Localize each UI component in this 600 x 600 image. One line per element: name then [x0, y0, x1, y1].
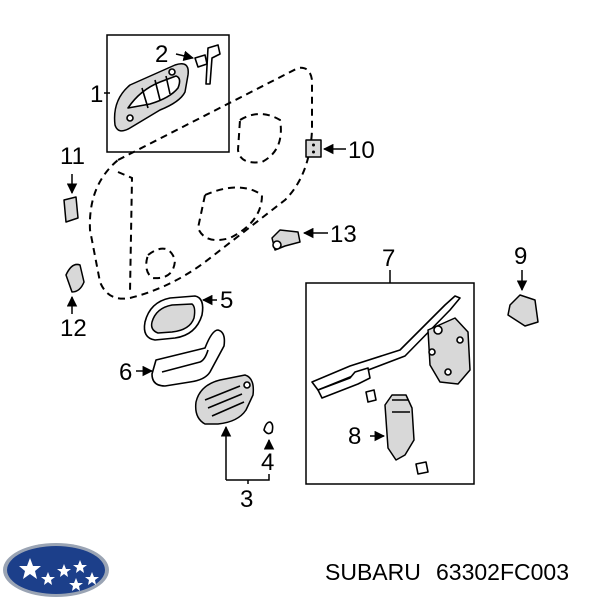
lock-actuator-part	[384, 394, 429, 475]
door-part-12	[65, 263, 85, 293]
callout-7: 7	[382, 245, 395, 272]
part-number: 63302FC003	[436, 559, 569, 585]
handle-clip-part	[194, 44, 221, 85]
inside-handle-part	[194, 374, 255, 425]
callout-3: 3	[240, 486, 253, 513]
callout-11: 11	[60, 143, 85, 170]
pull-handle-part	[151, 329, 226, 387]
callout-8: 8	[348, 423, 361, 450]
handle-escutcheon-part	[143, 295, 204, 341]
door-outline	[88, 66, 313, 300]
outside-handle-part	[113, 63, 189, 132]
callout-10: 10	[348, 137, 375, 164]
door-part-10	[305, 139, 322, 158]
door-part-13	[271, 229, 301, 251]
callout-2: 2	[155, 41, 168, 68]
callout-9: 9	[514, 243, 527, 270]
callout-1: 1	[90, 81, 103, 108]
bushing-part	[263, 421, 274, 435]
callout-6: 6	[119, 359, 132, 386]
callout-4: 4	[261, 449, 274, 476]
door-part-11	[63, 196, 79, 223]
brand-name: SUBARU	[325, 559, 421, 585]
callout-13: 13	[330, 221, 357, 248]
callout-12: 12	[60, 315, 87, 342]
door-part-9	[507, 294, 539, 327]
subaru-logo	[3, 543, 109, 597]
callout-5: 5	[220, 287, 233, 314]
door-latch-part	[311, 295, 471, 403]
